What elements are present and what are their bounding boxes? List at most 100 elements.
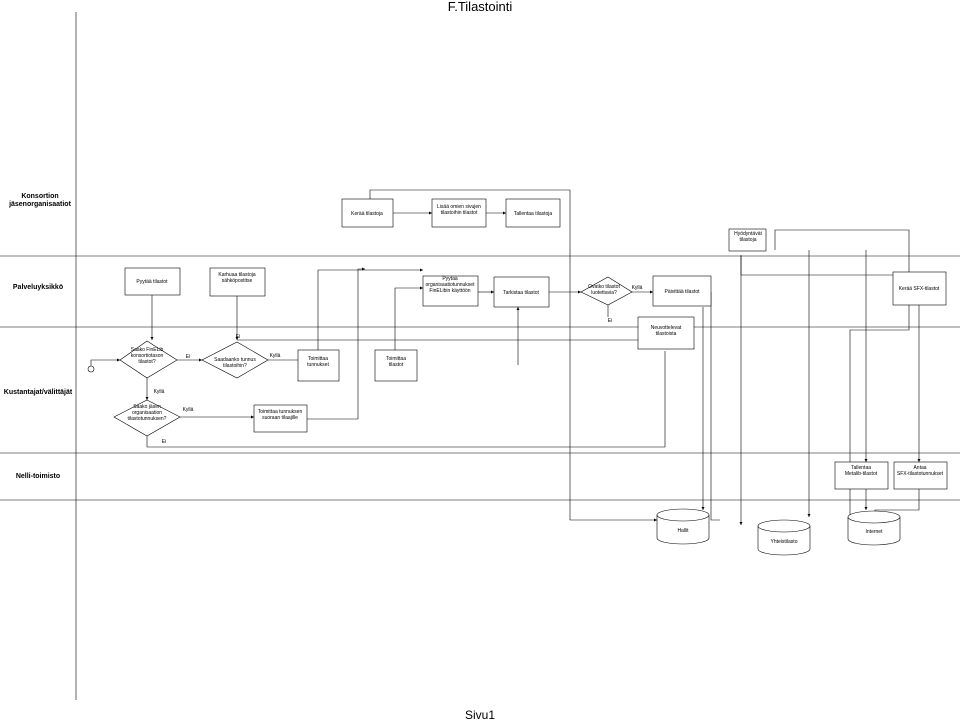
decision-saadaanko (201, 341, 269, 379)
node-label: Hallit (677, 528, 689, 534)
process-kerhuaa (209, 267, 266, 297)
label-line: Nelli-toimisto (16, 473, 60, 480)
node-label: Tallentaa tilastoja (514, 211, 553, 217)
label-line: konsortiotason (131, 353, 164, 359)
node-label: Yhteistilasto (771, 539, 798, 545)
label-line: Pyytää tilastot (136, 279, 168, 285)
database-internet (847, 510, 901, 546)
process-toimittaa-tilastot (374, 349, 418, 382)
connector (369, 189, 657, 522)
connector (317, 268, 423, 350)
label-line: luotettavia? (591, 290, 617, 296)
decision-ovatko (580, 276, 633, 306)
database-yhteistilasto (757, 519, 811, 556)
lane-label-palvelu: Palveluyksikkö (13, 284, 63, 291)
process-boxes (124, 198, 948, 490)
label-line: tilastot (389, 362, 404, 368)
label-line: organisaation (132, 410, 162, 416)
label-line: Kerää tilastoja (351, 211, 383, 217)
process-pyytaa-org (422, 275, 479, 307)
label-line: Palveluyksikkö (13, 284, 63, 291)
edge-label: Ei (162, 439, 166, 445)
label-line: Saako FinELib (131, 347, 164, 353)
label-line: Karhuaa tilastoja (218, 272, 255, 278)
label-line: Tallentaa (851, 465, 871, 471)
decision-saako-jasen (113, 399, 181, 437)
process-antaa-sfx (893, 461, 948, 490)
process-pyytaa-tilastot (124, 267, 181, 296)
connector (873, 489, 920, 514)
node-label: Internet (866, 529, 884, 535)
page-footer: Sivu1 (464, 708, 496, 722)
node-label: Kerää SFX-tilastot (899, 286, 940, 292)
connector (146, 351, 666, 448)
label-line: Saako jäsen (133, 404, 161, 410)
label-line: Hallit (677, 528, 689, 534)
label-line: Ovatko tilastot (588, 284, 620, 290)
label-line: Hyödyntävät (734, 231, 762, 237)
process-paivittaa (652, 275, 712, 307)
lane-label-kustantajat: Kustantajat/välittäjät (4, 389, 73, 396)
label-line: Yhteistilasto (771, 539, 798, 545)
edge-label: Ei (186, 354, 190, 360)
label-line: Saadaanko tunnus (214, 357, 256, 363)
label-line: tilastot? (138, 359, 155, 365)
edge-label: Ei (608, 318, 612, 324)
label-line: tunnukset (307, 362, 329, 368)
edge-label: Kyllä (154, 389, 165, 395)
node-label: Tarkistaa tilastot (503, 290, 539, 296)
node-label: Pyytää tilastot (136, 279, 168, 285)
label-line: Antaa (913, 465, 926, 471)
label-line: Konsortion (21, 193, 58, 200)
label-line: suoraan tilaajille (262, 415, 298, 421)
edge-labels: Ei Ei Ei Ei Kyllä Kyllä Kyllä Kyllä (154, 285, 643, 445)
databases (656, 508, 901, 556)
page-title: F.Tilastointi (447, 0, 513, 14)
label-line: Internet (866, 529, 884, 535)
process-keraa-tilastoja (341, 198, 394, 228)
label-line: tilastoihin? (223, 363, 247, 369)
label-line: organisaatiotunnukset (426, 282, 476, 288)
connector (740, 256, 915, 282)
label-line: tilastoihin tilastot (441, 210, 478, 216)
decision-saako-finelib (119, 340, 178, 379)
label-line: Pyytää (442, 276, 458, 282)
process-hyodyntavat (728, 228, 767, 252)
edge-label: Kyllä (632, 285, 643, 291)
label-line: Tarkistaa tilastot (503, 290, 539, 296)
process-toimittaa-tunnukset (297, 349, 340, 382)
connector (710, 292, 720, 521)
process-toimittaa-suoraan (253, 404, 308, 433)
lane-dividers (0, 12, 960, 700)
label-line: Neuvottelevat (651, 325, 682, 331)
label-line: Toimittaa tunnuksen (258, 409, 303, 415)
process-lisaa-omien (431, 198, 487, 228)
node-label: Päivittää tilastot (664, 289, 700, 295)
process-tarkistaa (493, 276, 550, 308)
label-line: Lisää omien sivujen (437, 204, 481, 210)
connector (90, 358, 120, 366)
label-line: sähköpostitse (222, 278, 253, 284)
decision-diamonds (113, 276, 633, 437)
database-hallit (656, 508, 710, 545)
lane-label-nelli: Nelli-toimisto (16, 473, 60, 480)
label-line: Toimittaa (308, 356, 328, 362)
label-line: Kustantajat/välittäjät (4, 389, 73, 396)
connector (394, 286, 423, 350)
connector (307, 267, 365, 420)
